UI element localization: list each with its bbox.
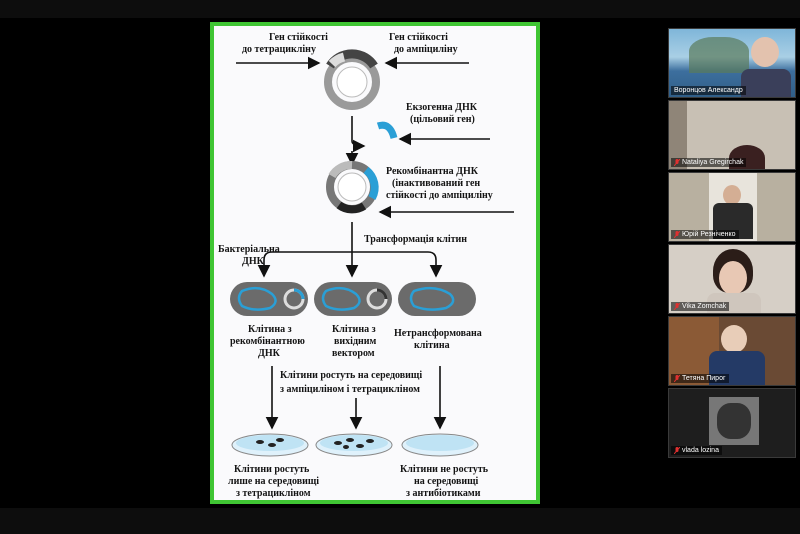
participant-name-1: Nataliya Gregirchak <box>671 158 747 167</box>
participant-name-2: Юрій Резніченко <box>671 230 739 239</box>
plasmid-vector <box>324 49 380 110</box>
label-grow-medium-1: Клітини ростуть на середовищі <box>280 370 422 381</box>
mic-muted-icon <box>673 374 681 383</box>
shared-screen-slide: Ген стійкості до тетрацикліну Ген стійко… <box>210 22 540 504</box>
label-gene-amp-1: Ген стійкості <box>389 32 448 43</box>
label-cell-vector-2: вихідним <box>334 336 377 347</box>
label-result-tet-1: Клітини ростуть <box>234 464 310 475</box>
participant-tile-2[interactable]: Юрій Резніченко <box>668 172 796 242</box>
label-recombinant-2: (інактивований ген <box>392 178 480 189</box>
exogenous-dna-fragment <box>376 121 398 139</box>
label-cell-vector-3: вектором <box>332 348 375 359</box>
label-result-tet-3: з тетрацикліном <box>236 488 311 499</box>
label-transformation: Трансформація клітин <box>364 234 467 245</box>
cell-vector <box>314 282 392 316</box>
label-result-none-1: Клітини не ростуть <box>400 464 489 475</box>
participant-name-3: Vika Zomchak <box>671 302 730 311</box>
bottom-bar <box>0 508 800 534</box>
cell-recombinant <box>230 282 308 316</box>
top-bar <box>0 0 800 18</box>
label-gene-tet-1: Ген стійкості <box>269 32 328 43</box>
label-cell-recombinant-2: рекомбінантною <box>230 336 305 347</box>
participant-tile-3[interactable]: Vika Zomchak <box>668 244 796 314</box>
mic-muted-icon <box>673 230 681 239</box>
recombinant-dna-diagram: Ген стійкості до тетрацикліну Ген стійко… <box>218 32 514 499</box>
label-cell-untransformed-1: Нетрансформована <box>394 328 482 339</box>
label-result-none-3: з антибіотиками <box>406 488 481 499</box>
label-exogenous-2: (цільовий ген) <box>410 114 475 125</box>
participant-tile-4[interactable]: Тетяна Пирог <box>668 316 796 386</box>
mic-muted-icon <box>673 302 681 311</box>
label-gene-tet-2: до тетрацикліну <box>242 44 316 55</box>
plasmid-recombinant <box>326 161 379 214</box>
label-grow-medium-2: з ампіциліном і тетрацикліном <box>280 384 420 395</box>
label-bacterial-dna-2: ДНК <box>242 256 265 267</box>
petri-dish-3 <box>401 433 479 457</box>
participant-name-4: Тетяна Пирог <box>671 374 729 383</box>
cell-untransformed <box>398 282 476 316</box>
label-recombinant-3: стійкості до ампіциліну <box>386 190 493 201</box>
label-cell-untransformed-2: клітина <box>414 340 450 351</box>
petri-dish-2 <box>315 433 393 457</box>
label-recombinant-1: Рекомбінантна ДНК <box>386 166 479 177</box>
label-bacterial-dna-1: Бактеріальна <box>218 244 280 255</box>
label-result-none-2: на середовищі <box>414 476 479 487</box>
participant-tile-5[interactable]: vlada lozina <box>668 388 796 458</box>
label-cell-recombinant-1: Клітина з <box>248 324 292 335</box>
label-cell-recombinant-3: ДНК <box>258 348 281 359</box>
petri-dish-1 <box>231 433 309 457</box>
participant-tile-0[interactable]: Воронцов Александр <box>668 28 796 98</box>
label-cell-vector-1: Клітина з <box>332 324 376 335</box>
participant-name-5: vlada lozina <box>671 446 722 455</box>
mic-muted-icon <box>673 158 681 167</box>
label-result-tet-2: лише на середовищі <box>228 476 319 487</box>
mic-muted-icon <box>673 446 681 455</box>
label-gene-amp-2: до ампіциліну <box>394 44 458 55</box>
participant-tile-1[interactable]: Nataliya Gregirchak <box>668 100 796 170</box>
participant-name-0: Воронцов Александр <box>671 86 746 95</box>
label-exogenous-1: Екзогенна ДНК <box>406 102 478 113</box>
